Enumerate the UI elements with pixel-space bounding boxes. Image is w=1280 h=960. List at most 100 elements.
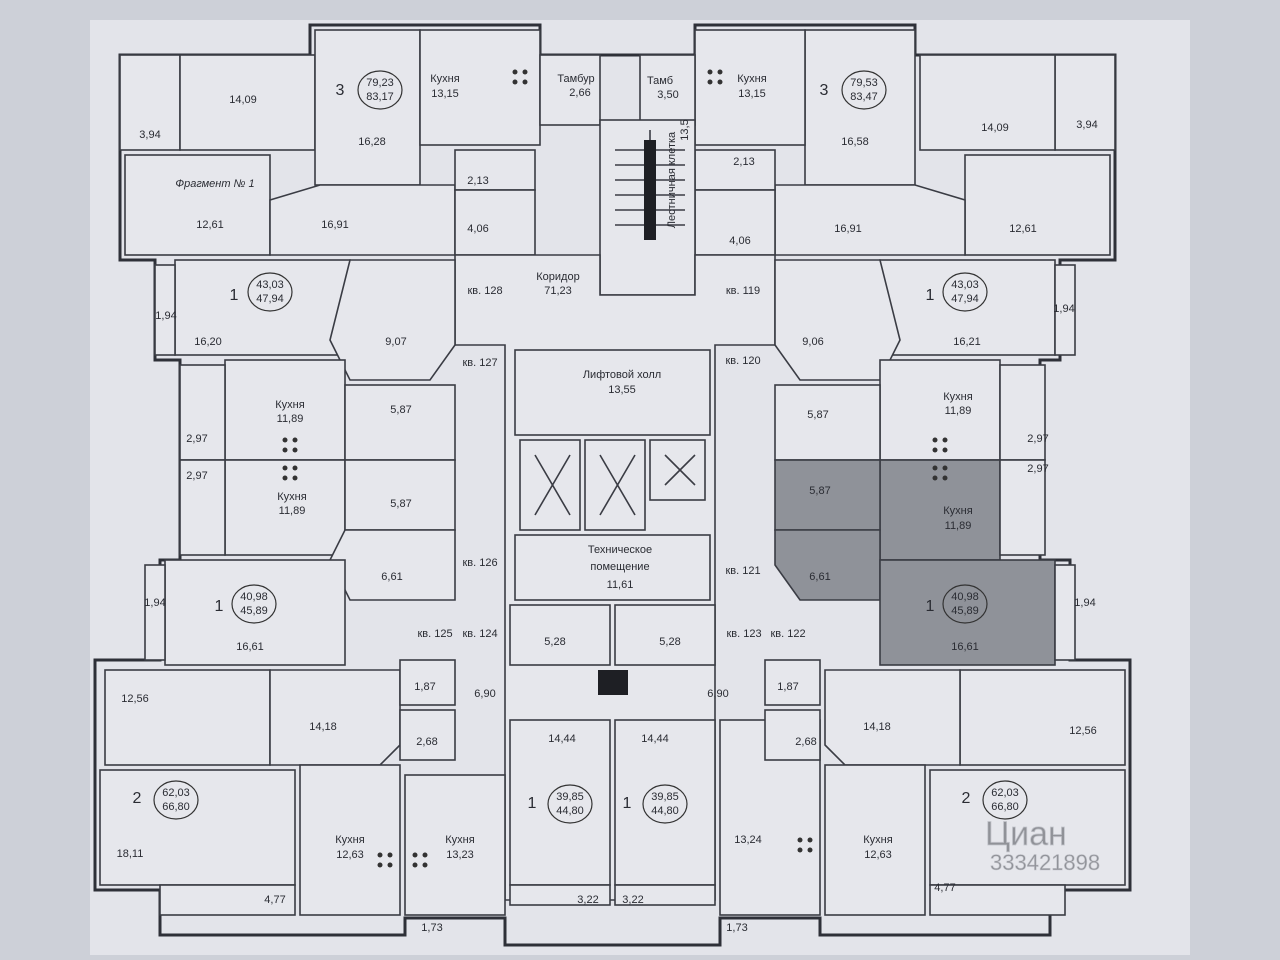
apt-badge-c-right	[642, 784, 688, 824]
area-c-wc-r: 5,28	[659, 636, 680, 648]
kitchen-top-left	[419, 29, 541, 146]
room-3-right	[804, 29, 916, 186]
balcony-1a-left	[154, 264, 176, 356]
tambur-left	[539, 54, 601, 126]
kitchen-4-left	[299, 764, 401, 916]
wc-2-right	[764, 659, 821, 706]
total-3-left: 83,17	[366, 91, 394, 103]
bath-2-right	[774, 384, 881, 461]
room-top-left	[179, 54, 316, 151]
apt-badge-1b-left	[231, 584, 277, 624]
shaft-center	[598, 670, 628, 695]
room-3-left	[314, 29, 421, 186]
living-2-left: 62,03	[162, 787, 190, 799]
room-1b-right-highlighted	[879, 559, 1056, 666]
bath-3-left	[344, 459, 456, 531]
rooms-count-2-right: 2	[962, 790, 971, 807]
living-2-right: 62,03	[991, 787, 1019, 799]
apt-number-119: кв. 119	[726, 285, 760, 297]
hall-1b-left	[329, 529, 456, 601]
fragment-room-right	[964, 154, 1111, 256]
area-l-balc-1a: 1,94	[155, 310, 176, 322]
total-1b-right: 45,89	[951, 605, 979, 617]
area-r-room3: 16,58	[841, 136, 869, 148]
living-c-right: 39,85	[651, 791, 679, 803]
balcony-1b-right	[1054, 564, 1076, 661]
label-tambur-right: Тамб	[647, 75, 673, 87]
hall-3-left	[269, 184, 456, 256]
total-1a-left: 47,94	[256, 293, 284, 305]
label-kitchen-2-right: Кухня	[943, 391, 972, 403]
area-c-wc-l: 5,28	[544, 636, 565, 648]
area-l-kitchen-2: 11,89	[277, 413, 304, 425]
rooms-count-c-left: 1	[528, 795, 537, 812]
area-l-room3: 16,28	[358, 136, 386, 148]
apt-number-122: кв. 122	[770, 628, 805, 640]
area-l-balc-top: 3,94	[139, 129, 160, 141]
lift-hall	[514, 349, 711, 436]
room-2a-left	[104, 669, 271, 766]
area-l-bath-3: 5,87	[390, 498, 411, 510]
area-r-room-2b: 13,24	[734, 834, 762, 846]
living-1b-left: 40,98	[240, 591, 268, 603]
area-r-bath-2: 5,87	[807, 409, 828, 421]
label-kitchen-top-left: Кухня	[430, 73, 459, 85]
apt-badge-1a-right	[942, 272, 988, 312]
apt-badge-1a-left	[247, 272, 293, 312]
hall-1b-right-highlighted	[774, 529, 881, 601]
apt-badge-2-right	[982, 780, 1028, 820]
label-kitchen-4-right: Кухня	[863, 834, 892, 846]
area-r-room-1b: 16,61	[951, 641, 979, 653]
tech-room	[514, 534, 711, 601]
label-kitchen-center: Кухня	[445, 834, 474, 846]
label-tambur: Тамбур	[557, 73, 594, 85]
label-koridor: Коридор	[536, 271, 579, 283]
kitchen-4-right	[824, 764, 926, 916]
balcony-1a-right	[1054, 264, 1076, 356]
area-r-balc-1a: 1,94	[1053, 303, 1074, 315]
area-l-room-1b: 16,61	[236, 641, 264, 653]
rooms-count-1a-left: 1	[230, 287, 239, 304]
room-2b-right	[929, 769, 1126, 886]
room-center-left	[509, 719, 611, 886]
apt-badge-2-left	[153, 780, 199, 820]
label-kitchen-top-right: Кухня	[737, 73, 766, 85]
total-1b-left: 45,89	[240, 605, 268, 617]
balcony-2b-right	[929, 884, 1066, 916]
watermark-brand: Циан	[985, 815, 1067, 853]
area-r-bath-2b: 2,68	[795, 736, 816, 748]
bath-3-right-highlighted	[774, 459, 881, 531]
area-r-wc-2: 1,87	[777, 681, 798, 693]
stair-steps	[615, 149, 685, 226]
area-l-kitchen-3: 11,89	[279, 505, 306, 517]
area-c-balc-b2: 1,73	[726, 922, 747, 934]
area-c-kitchen-l: 13,23	[446, 849, 474, 861]
living-3-left: 79,23	[366, 77, 394, 89]
wc-2-left	[399, 659, 456, 706]
kitchen-3-right-highlighted	[879, 459, 1001, 561]
lift-cross-marks	[534, 454, 696, 516]
apt-badge-c-left	[547, 784, 593, 824]
area-tambur: 2,66	[569, 87, 590, 99]
room-center-right	[614, 719, 716, 886]
area-r-room-1a: 16,21	[953, 336, 981, 348]
area-l-hall-1b: 6,61	[381, 571, 402, 583]
area-l-hall-3: 16,91	[321, 219, 349, 231]
area-r-balc-2: 2,97	[1027, 433, 1048, 445]
area-r-kitchen-top: 13,15	[738, 88, 766, 100]
label-lift-hall: Лифтовой холл	[583, 369, 661, 381]
lift-1	[519, 439, 581, 531]
wc-center-left	[509, 604, 611, 666]
area-r-hall-2: 14,18	[863, 721, 891, 733]
balcony-3-left	[179, 459, 226, 556]
label-kitchen-2-left: Кухня	[275, 399, 304, 411]
area-l-balc-2b: 4,77	[264, 894, 285, 906]
fragment-room-left	[124, 154, 271, 256]
area-r-corr-2: 6,90	[707, 688, 728, 700]
balcony-top-left	[119, 54, 181, 151]
living-1a-left: 43,03	[256, 279, 284, 291]
area-r-balc-2b: 4,77	[934, 882, 955, 894]
area-r-balc-3: 2,97	[1027, 463, 1048, 475]
balcony-2-right	[999, 364, 1046, 461]
